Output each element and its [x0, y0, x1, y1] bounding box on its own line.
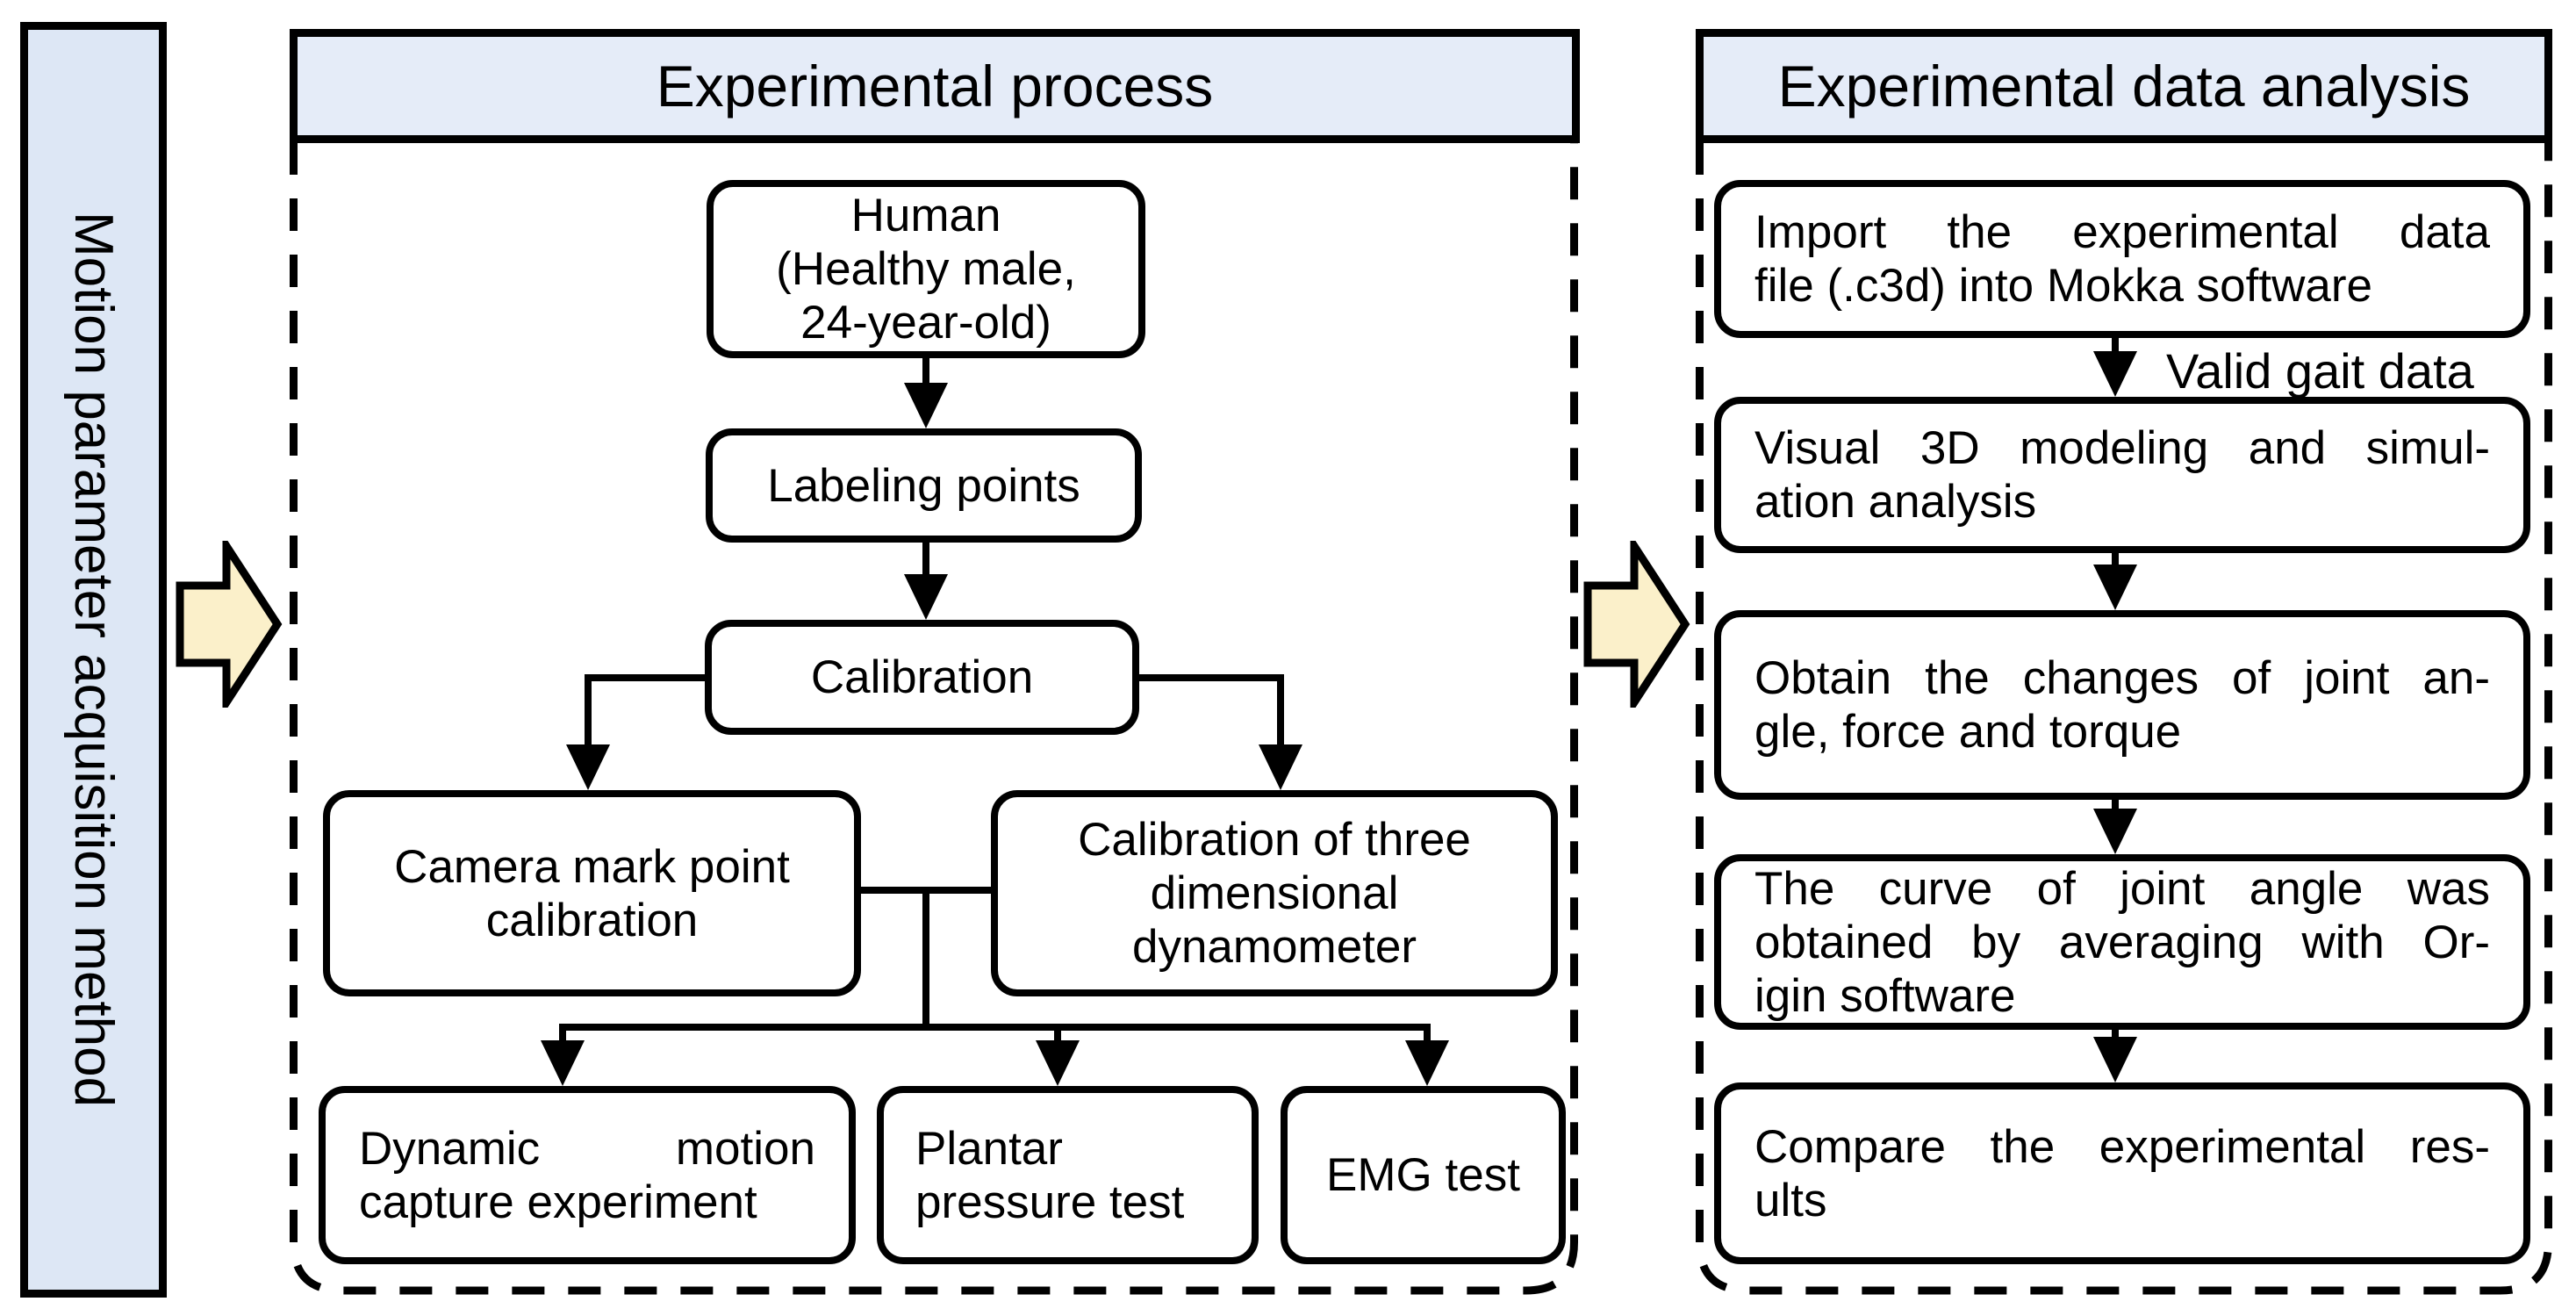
- branch-right-horizontal: [1136, 674, 1284, 681]
- compare-results-node: Compare the experimental res-ults: [1714, 1082, 2530, 1264]
- node-text-line: Compare the experimental res-: [1754, 1120, 2490, 1173]
- arrowhead-to-curve: [2093, 809, 2137, 854]
- node-text-line: Camera mark point: [394, 840, 790, 893]
- node-text-line: obtained by averaging with Or-: [1754, 916, 2490, 968]
- calibration-node: Calibration: [705, 620, 1139, 735]
- connector-obtain-curve: [2112, 800, 2119, 810]
- node-text-line: Labeling points: [767, 459, 1080, 512]
- right-block-arrow-icon: [176, 541, 283, 708]
- arrowhead-to-dynamometer: [1259, 744, 1302, 790]
- experimental-process-header: Experimental process: [290, 29, 1580, 143]
- distribution-line: [559, 1024, 1431, 1031]
- node-text-line: calibration: [485, 894, 699, 946]
- node-text-line: ation analysis: [1754, 476, 2037, 528]
- process-dashed-container: [290, 142, 1578, 1295]
- node-text-line: ults: [1754, 1174, 1827, 1226]
- labeling-points-node: Labeling points: [706, 428, 1142, 543]
- stem-dynamic: [559, 1027, 566, 1043]
- arrowhead-to-dynamic: [541, 1040, 585, 1086]
- node-text-line: dynamometer: [1131, 921, 1417, 973]
- node-text-line: pressure test: [915, 1176, 1185, 1228]
- emg-test-node: EMG test: [1281, 1086, 1566, 1264]
- arrowhead-to-calibration: [904, 574, 948, 620]
- human-node: Human(Healthy male,24-year-old): [707, 180, 1145, 358]
- branch-left-horizontal: [585, 674, 708, 681]
- data-analysis-title: Experimental data analysis: [1777, 54, 2471, 119]
- node-text-line: The curve of joint angle was: [1754, 862, 2490, 915]
- experimental-process-title: Experimental process: [656, 54, 1214, 119]
- motion-parameter-sidebar: Motion parameter acquisition method: [20, 22, 167, 1298]
- arrowhead-to-visual3d: [2093, 351, 2137, 397]
- node-text-line: Calibration: [810, 651, 1034, 703]
- obtain-changes-node: Obtain the changes of joint an-gle, forc…: [1714, 610, 2530, 800]
- node-text-line: Dynamic motion: [359, 1122, 815, 1175]
- node-text-line: Plantar: [915, 1122, 1063, 1175]
- arrowhead-to-plantar: [1036, 1040, 1080, 1086]
- valid-gait-data-label: Valid gait data: [2166, 343, 2474, 399]
- node-text-line: igin software: [1754, 969, 2016, 1022]
- branch-left-vertical: [585, 674, 592, 744]
- arrowhead-to-compare: [2093, 1037, 2137, 1082]
- connector-import-visual: [2112, 338, 2119, 353]
- analysis-dashed-container: [1696, 142, 2552, 1295]
- visual3d-modeling-node: Visual 3D modeling and simul-ation analy…: [1714, 397, 2530, 553]
- node-text-line: (Healthy male,: [776, 243, 1076, 295]
- data-analysis-header: Experimental data analysis: [1696, 29, 2552, 143]
- node-text-line: Visual 3D modeling and simul-: [1754, 422, 2490, 474]
- stem-emg: [1424, 1027, 1431, 1043]
- stem-plantar: [1054, 1027, 1061, 1043]
- connector-human-labeling: [922, 358, 929, 385]
- node-text-line: 24-year-old): [800, 297, 1051, 349]
- node-text-line: Import the experimental data: [1754, 206, 2490, 258]
- node-text-line: Human: [850, 190, 1001, 241]
- arrowhead-to-obtain: [2093, 565, 2137, 610]
- arrowhead-to-camera: [566, 744, 610, 790]
- node-text-line: Obtain the changes of joint an-: [1754, 652, 2490, 704]
- node-text-line: EMG test: [1326, 1149, 1520, 1201]
- node-text-line: dimensional: [1150, 867, 1399, 919]
- right-block-arrow-icon: [1583, 541, 1690, 708]
- node-text-line: file (.c3d) into Mokka software: [1754, 260, 2372, 312]
- node-text-line: Calibration of three: [1078, 814, 1471, 866]
- arrowhead-to-emg: [1405, 1040, 1449, 1086]
- connector-curve-compare: [2112, 1030, 2119, 1039]
- branch-right-vertical: [1277, 674, 1284, 744]
- node-text-line: gle, force and torque: [1754, 706, 2182, 758]
- node-text-line: capture experiment: [359, 1176, 757, 1228]
- connector-labeling-calibration: [922, 543, 929, 576]
- connector-visual-obtain: [2112, 553, 2119, 566]
- sidebar-vertical-label: Motion parameter acquisition method: [63, 212, 124, 1108]
- center-drop-line: [922, 890, 929, 1029]
- arrowhead-to-labeling: [904, 383, 948, 428]
